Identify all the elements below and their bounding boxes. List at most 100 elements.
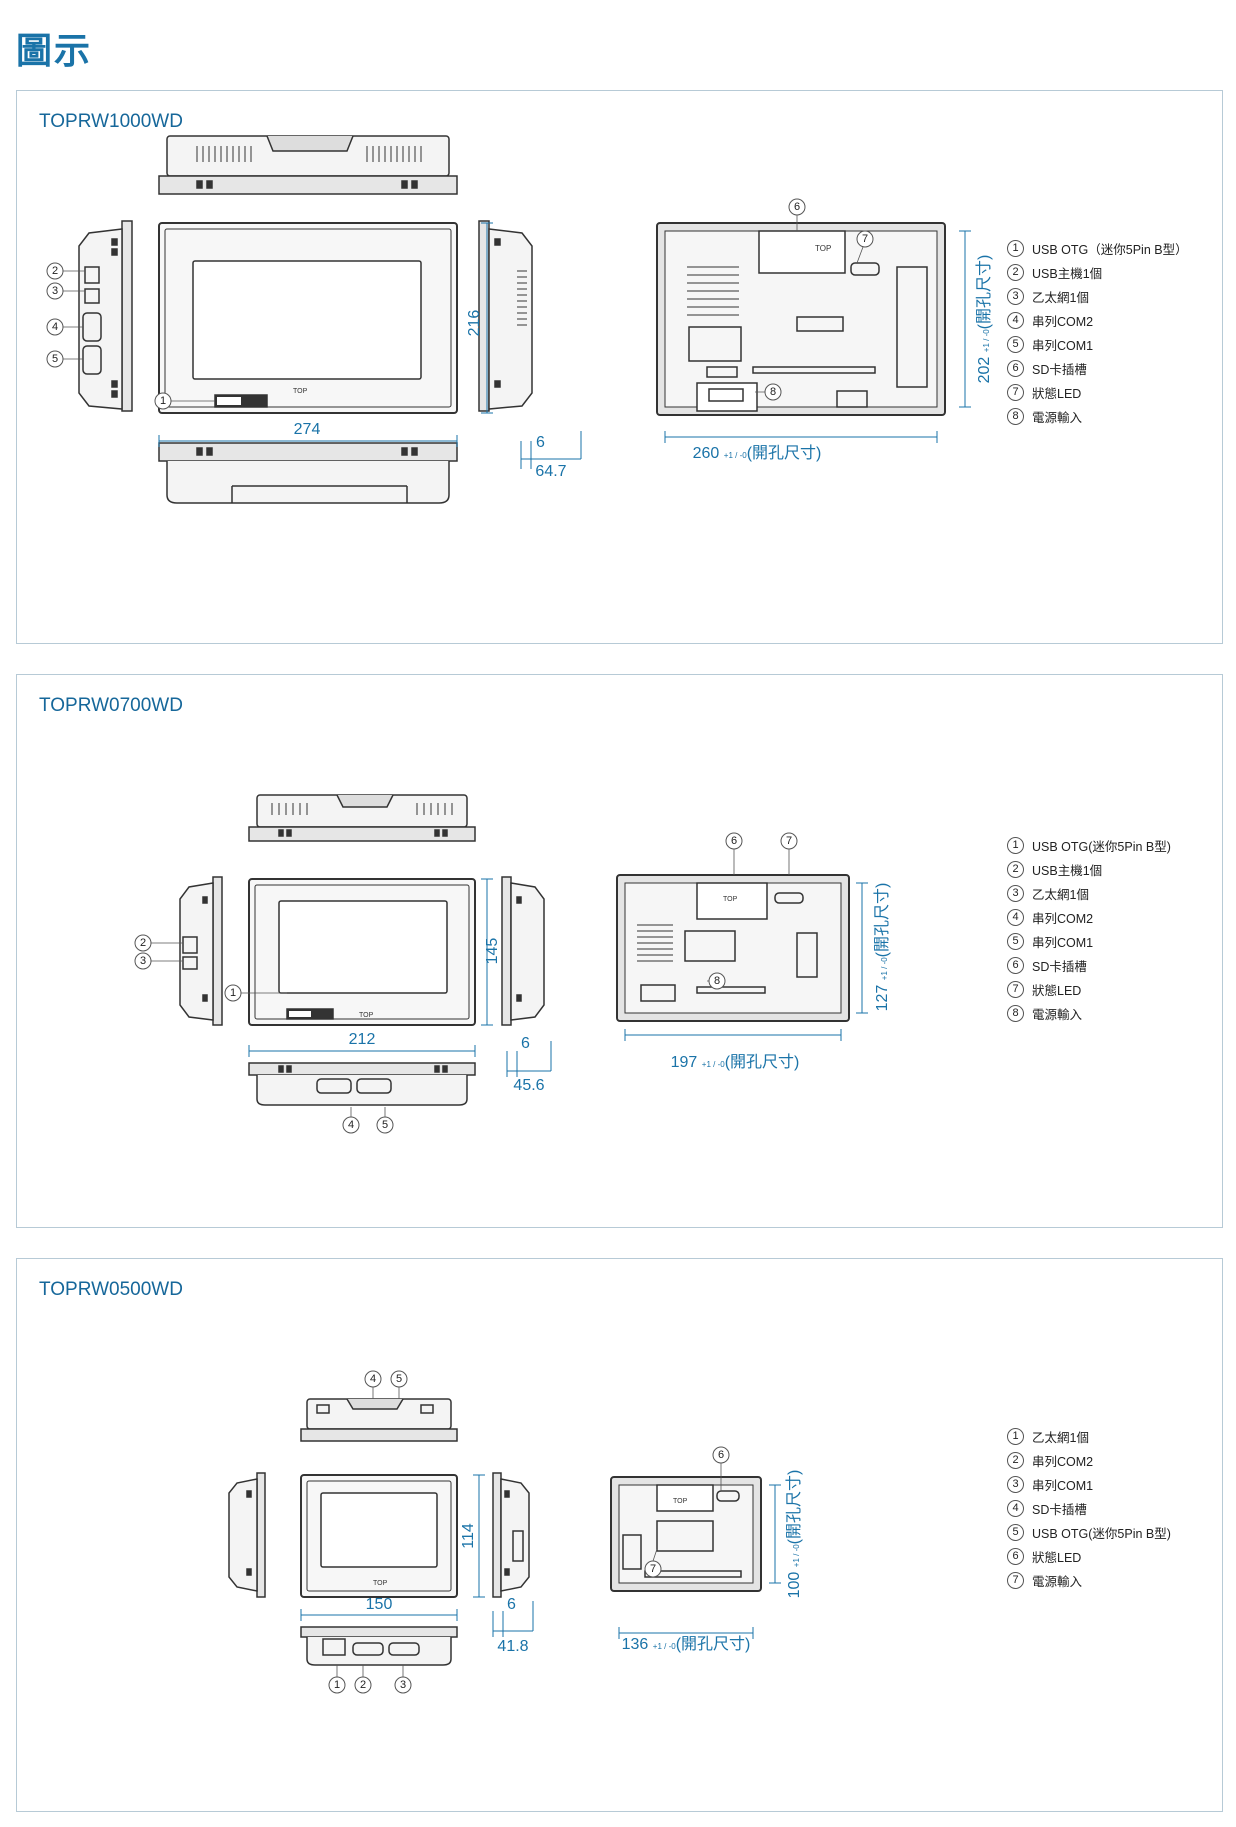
callout-7: 7	[780, 832, 798, 850]
svg-text:1: 1	[160, 395, 166, 407]
callout-1: 1	[224, 984, 242, 1002]
callout-2: 2	[46, 262, 64, 280]
svg-text:5: 5	[396, 1373, 402, 1385]
dim-cutout-width: 260 +1 / -0(開孔尺寸)	[693, 444, 822, 462]
top-view	[248, 794, 476, 842]
front-view	[300, 1474, 458, 1598]
panel-toprw0500wd: TOPRW0500WD	[16, 1258, 1223, 1812]
panel-toprw1000wd: TOPRW1000WD	[16, 90, 1223, 644]
dim-depth: 41.8	[497, 1638, 528, 1655]
svg-text:5: 5	[382, 1119, 388, 1131]
model-title: TOPRW0500WD	[39, 1279, 183, 1300]
callout-6: 6	[788, 198, 806, 216]
left-side-view	[228, 1472, 266, 1598]
panel-toprw0700wd: TOPRW0700WD	[16, 674, 1223, 1228]
svg-text:7: 7	[786, 835, 792, 847]
callout-1: 1	[328, 1676, 346, 1694]
right-side-view	[478, 220, 533, 412]
callout-4: 4	[46, 318, 64, 336]
front-view	[248, 878, 476, 1026]
dim-cutout-height: 202 +1 / -0(開孔尺寸)	[975, 255, 993, 384]
callout-3: 3	[46, 282, 64, 300]
rear-brand-mark: TOP	[815, 244, 831, 253]
callout-7: 7	[644, 1560, 662, 1578]
svg-text:8: 8	[770, 386, 776, 398]
drawing-toprw1000wd: 274 2 1 6 6 64.7 260 +1 / -0(開孔尺寸) 202 +1 …	[46, 135, 993, 504]
svg-text:6: 6	[731, 835, 737, 847]
callout-4: 4	[364, 1370, 382, 1388]
model-title: TOPRW1000WD	[39, 111, 183, 132]
rear-view	[656, 222, 946, 416]
callout-2: 2	[354, 1676, 372, 1694]
model-title: TOPRW0700WD	[39, 695, 183, 716]
right-side-view	[492, 1472, 530, 1598]
callout-5: 5	[376, 1116, 394, 1134]
right-side-view	[501, 876, 545, 1026]
callout-3: 3	[134, 952, 152, 970]
dim-width: 274	[294, 421, 321, 438]
rear-view	[610, 1476, 762, 1592]
callout-8: 8	[708, 972, 726, 990]
rear-brand-mark: TOP	[673, 1498, 688, 1505]
callout-5: 5	[46, 350, 64, 368]
dim-height: 114	[460, 1523, 477, 1549]
drawing-toprw0500wd: 150 114 6 41.8 136 +1 / -0(開孔尺寸) 100 +1 …	[228, 1370, 803, 1694]
svg-text:2: 2	[52, 265, 58, 277]
svg-text:6: 6	[718, 1449, 724, 1461]
svg-text:2: 2	[140, 937, 146, 949]
svg-text:7: 7	[862, 233, 868, 245]
callout-1: 1	[154, 392, 172, 410]
dim-bezel: 6	[507, 1596, 516, 1613]
dim-depth: 45.6	[513, 1077, 544, 1094]
dim-cutout-height: 100 +1 / -0(開孔尺寸)	[785, 1470, 803, 1599]
dim-cutout-width: 197 +1 / -0(開孔尺寸)	[671, 1053, 800, 1071]
top-view	[300, 1398, 458, 1442]
dimension-lines	[248, 878, 868, 1077]
callout-5: 5	[390, 1370, 408, 1388]
svg-text:5: 5	[52, 353, 58, 365]
dim-width: 212	[349, 1031, 376, 1048]
drawing-toprw0700wd: 212 145 6 45.6 197 +1 / -0(開孔尺寸) 127 +1 …	[134, 794, 891, 1134]
rear-view	[616, 874, 850, 1022]
svg-text:2: 2	[360, 1679, 366, 1691]
callout-8: 8	[764, 383, 782, 401]
dim-depth: 64.7	[535, 463, 566, 480]
svg-text:3: 3	[140, 955, 146, 967]
dim-width: 150	[366, 1596, 393, 1613]
front-view	[158, 222, 458, 414]
callout-6: 6	[712, 1446, 730, 1464]
top-view	[158, 135, 458, 195]
brand-mark: TOP	[373, 1580, 388, 1587]
dim-bezel: 6	[521, 1035, 530, 1052]
dimension-lines	[158, 222, 971, 469]
brand-mark: TOP	[359, 1012, 374, 1019]
svg-text:4: 4	[52, 321, 58, 333]
svg-text:1: 1	[334, 1679, 340, 1691]
callout-3: 3	[394, 1676, 412, 1694]
dimension-lines	[300, 1474, 781, 1639]
callout-4: 4	[342, 1116, 360, 1134]
left-side-view	[78, 220, 133, 412]
callout-2: 2	[134, 934, 152, 952]
dim-bezel: 6	[536, 434, 545, 451]
